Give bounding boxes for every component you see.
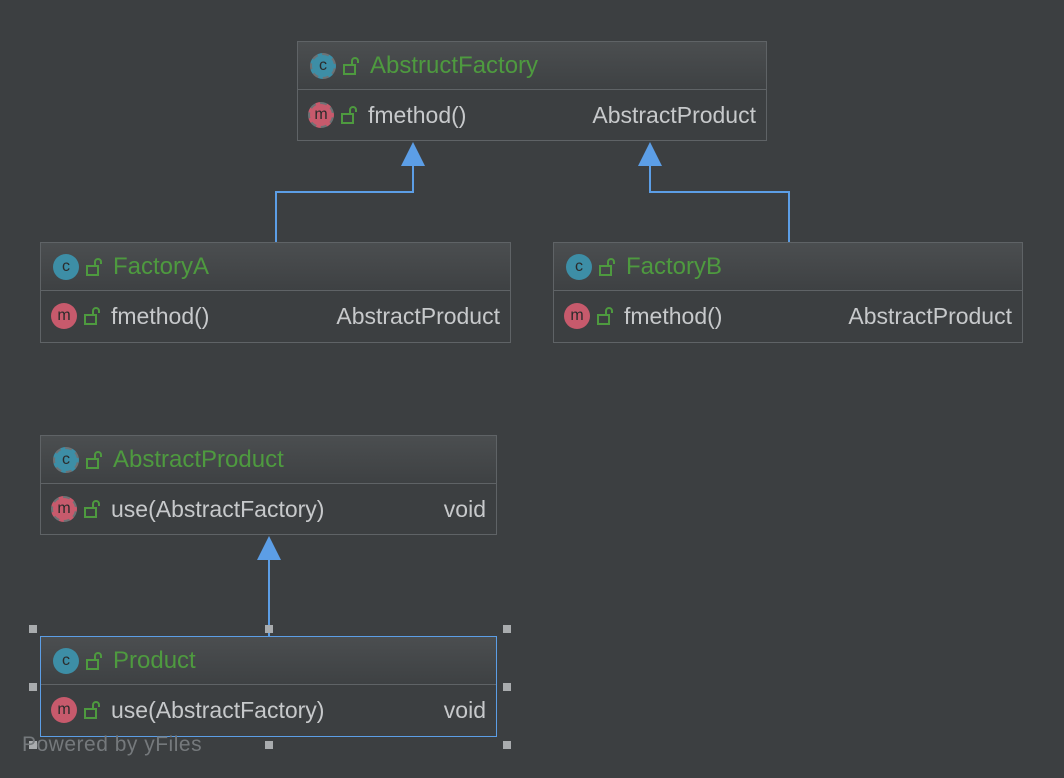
method-row[interactable]: m fmethod() AbstractProduct bbox=[554, 291, 1022, 341]
resize-handle-top-middle[interactable] bbox=[265, 625, 273, 633]
class-node-abstructfactory[interactable]: c AbstructFactory m fmethod() AbstractPr… bbox=[297, 41, 767, 141]
method-name: fmethod() bbox=[368, 101, 467, 128]
resize-handle-top-right[interactable] bbox=[503, 625, 511, 633]
method-name: use(AbstractFactory) bbox=[111, 495, 325, 522]
yfiles-watermark: Powered by yFiles bbox=[22, 733, 203, 756]
class-abstract-icon: c bbox=[53, 446, 79, 473]
method-abstract-icon: m bbox=[308, 102, 334, 128]
edge-factorya-to-abstructfactory[interactable] bbox=[275, 164, 414, 242]
inheritance-arrowhead bbox=[638, 142, 662, 166]
class-header: c AbstractProduct bbox=[41, 436, 496, 484]
method-name: use(AbstractFactory) bbox=[111, 696, 325, 723]
unlocked-public-icon bbox=[343, 56, 359, 75]
method-icon: m bbox=[564, 303, 590, 329]
method-icon: m bbox=[51, 303, 77, 329]
class-node-abstractproduct[interactable]: c AbstractProduct m use(AbstractFactory)… bbox=[40, 435, 497, 535]
inheritance-arrowhead bbox=[401, 142, 425, 166]
resize-handle-middle-right[interactable] bbox=[503, 683, 511, 691]
unlocked-public-icon bbox=[86, 450, 102, 469]
resize-handle-bottom-middle[interactable] bbox=[265, 741, 273, 749]
inheritance-arrowhead bbox=[257, 536, 281, 560]
resize-handle-top-left[interactable] bbox=[29, 625, 37, 633]
class-node-factorya[interactable]: c FactoryA m fmethod() AbstractProduct bbox=[40, 242, 511, 343]
method-row[interactable]: m use(AbstractFactory) void bbox=[41, 484, 496, 534]
class-name: Product bbox=[113, 646, 196, 674]
edge-factoryb-to-abstructfactory[interactable] bbox=[649, 164, 790, 242]
method-return-type: void bbox=[443, 495, 486, 522]
class-name: AbstructFactory bbox=[370, 51, 539, 79]
class-icon: c bbox=[566, 253, 592, 280]
class-name: FactoryB bbox=[626, 252, 723, 280]
method-abstract-icon: m bbox=[51, 496, 77, 522]
class-header: c FactoryA bbox=[41, 243, 510, 291]
unlocked-public-icon bbox=[84, 307, 100, 325]
class-name: AbstractProduct bbox=[113, 445, 284, 473]
class-header: c FactoryB bbox=[554, 243, 1022, 291]
method-name: fmethod() bbox=[111, 302, 210, 329]
unlocked-public-icon bbox=[86, 651, 102, 670]
unlocked-public-icon bbox=[86, 257, 102, 276]
class-node-factoryb[interactable]: c FactoryB m fmethod() AbstractProduct bbox=[553, 242, 1023, 343]
class-header: c Product bbox=[41, 637, 496, 685]
method-return-type: AbstractProduct bbox=[592, 101, 756, 128]
class-icon: c bbox=[53, 647, 79, 674]
class-icon: c bbox=[53, 253, 79, 280]
resize-handle-bottom-left[interactable] bbox=[29, 741, 37, 749]
method-return-type: AbstractProduct bbox=[336, 302, 500, 329]
method-icon: m bbox=[51, 697, 77, 723]
resize-handle-bottom-right[interactable] bbox=[503, 741, 511, 749]
unlocked-public-icon bbox=[599, 257, 615, 276]
method-return-type: void bbox=[443, 696, 486, 723]
unlocked-public-icon bbox=[597, 307, 613, 325]
class-name: FactoryA bbox=[113, 252, 210, 280]
resize-handle-middle-left[interactable] bbox=[29, 683, 37, 691]
unlocked-public-icon bbox=[341, 106, 357, 124]
class-header: c AbstructFactory bbox=[298, 42, 766, 90]
method-name: fmethod() bbox=[624, 302, 723, 329]
class-node-product[interactable]: c Product m use(AbstractFactory) void bbox=[40, 636, 497, 737]
method-return-type: AbstractProduct bbox=[848, 302, 1012, 329]
class-abstract-icon: c bbox=[310, 52, 336, 79]
method-row[interactable]: m fmethod() AbstractProduct bbox=[41, 291, 510, 341]
method-row[interactable]: m fmethod() AbstractProduct bbox=[298, 90, 766, 140]
unlocked-public-icon bbox=[84, 500, 100, 518]
method-row[interactable]: m use(AbstractFactory) void bbox=[41, 685, 496, 735]
unlocked-public-icon bbox=[84, 701, 100, 719]
